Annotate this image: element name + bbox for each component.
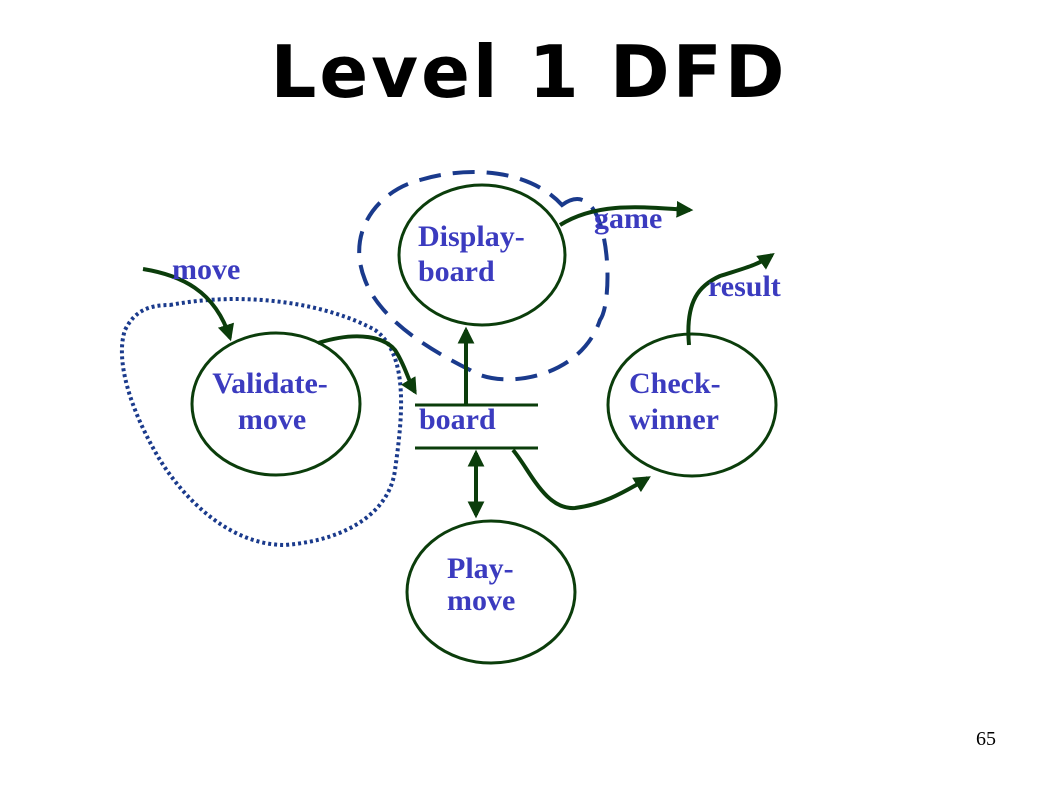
play-move-label-line2: move <box>447 584 515 617</box>
page-number: 65 <box>976 728 996 750</box>
play-move-process <box>405 519 577 665</box>
move-flow-label: move <box>172 253 240 286</box>
board-to-check-winner-flow-arrow <box>511 448 651 511</box>
slide-title: Level 1 DFD <box>270 30 788 114</box>
result-flow-arrow <box>686 253 775 346</box>
move-flow-arrow <box>142 267 234 342</box>
validate-to-board-flow-arrow <box>317 334 417 395</box>
game-flow-label: game <box>594 202 662 235</box>
check-winner-label-line2: winner <box>629 403 719 436</box>
display-board-label-line1: Display- <box>418 220 525 253</box>
validate-move-process <box>190 331 362 477</box>
result-flow-label: result <box>708 270 781 303</box>
play-move-label-line1: Play- <box>447 552 514 585</box>
game-flow-arrow <box>558 200 694 227</box>
check-winner-label-line1: Check- <box>629 367 721 400</box>
display-board-scope-boundary <box>357 170 610 382</box>
data-store-label: board <box>419 403 496 436</box>
check-winner-process <box>606 332 778 478</box>
validate-move-label-line1: Validate- <box>212 367 328 400</box>
display-board-process <box>397 183 567 327</box>
validate-move-label-line2: move <box>238 403 306 436</box>
display-board-label-line2: board <box>418 255 495 288</box>
